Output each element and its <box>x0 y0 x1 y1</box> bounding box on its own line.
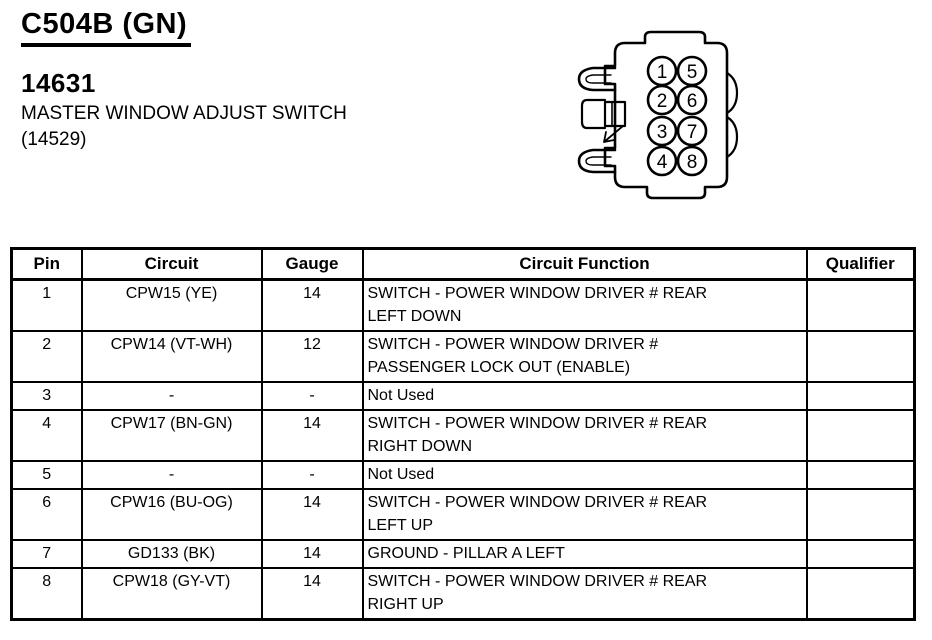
function-line: LEFT UP <box>367 517 434 534</box>
pin-label-6: 6 <box>687 91 698 112</box>
pin-cell: 2 <box>10 330 83 383</box>
pin-cell: 7 <box>10 539 83 569</box>
column-header-qualifier: Qualifier <box>805 247 916 281</box>
pin-cell: 5 <box>10 460 83 490</box>
connector-description: MASTER WINDOW ADJUST SWITCH <box>21 103 347 124</box>
gauge-cell: - <box>260 381 364 411</box>
gauge-cell: 12 <box>260 330 364 383</box>
table-row: 7 GD133 (BK) 14 GROUND - PILLAR A LEFT <box>10 539 916 569</box>
qualifier-cell <box>805 539 916 569</box>
table-row: 4 CPW17 (BN-GN) 14 SWITCH - POWER WINDOW… <box>10 409 916 462</box>
pin-cell: 6 <box>10 488 83 541</box>
pin-cell: 4 <box>10 409 83 462</box>
pin-label-3: 3 <box>657 122 668 143</box>
function-line: LEFT DOWN <box>367 308 462 325</box>
connector-id-title: C504B (GN) <box>21 8 192 47</box>
qualifier-cell <box>805 460 916 490</box>
function-cell: SWITCH - POWER WINDOW DRIVER # REAR LEFT… <box>361 488 808 541</box>
table-row: 6 CPW16 (BU-OG) 14 SWITCH - POWER WINDOW… <box>10 488 916 541</box>
function-cell: GROUND - PILLAR A LEFT <box>361 539 808 569</box>
circuit-cell: CPW14 (VT-WH) <box>80 330 263 383</box>
function-line: SWITCH - POWER WINDOW DRIVER # REAR <box>367 494 708 511</box>
gauge-cell: 14 <box>260 409 364 462</box>
column-header-circuit-function: Circuit Function <box>361 247 808 281</box>
function-line: Not Used <box>367 387 435 404</box>
qualifier-cell <box>805 330 916 383</box>
table-header-row: Pin Circuit Gauge Circuit Function Quali… <box>10 247 916 281</box>
part-number: 14631 <box>21 68 96 98</box>
function-cell: Not Used <box>361 460 808 490</box>
circuit-cell: CPW15 (YE) <box>80 278 263 332</box>
function-cell: Not Used <box>361 381 808 411</box>
gauge-cell: 14 <box>260 539 364 569</box>
function-line: SWITCH - POWER WINDOW DRIVER # REAR <box>367 573 708 590</box>
function-cell: SWITCH - POWER WINDOW DRIVER # REAR RIGH… <box>361 409 808 462</box>
function-line: GROUND - PILLAR A LEFT <box>367 545 565 562</box>
circuit-cell: CPW17 (BN-GN) <box>80 409 263 462</box>
circuit-cell: - <box>80 460 263 490</box>
circuit-cell: GD133 (BK) <box>80 539 263 569</box>
connector-diagram: 1 2 3 4 5 6 7 8 <box>571 26 761 206</box>
pin-label-5: 5 <box>687 62 698 83</box>
gauge-cell: 14 <box>260 567 364 621</box>
gauge-cell: - <box>260 460 364 490</box>
gauge-cell: 14 <box>260 278 364 332</box>
header-block: C504B (GN) 14631 MASTER WINDOW ADJUST SW… <box>21 8 347 151</box>
function-line: PASSENGER LOCK OUT (ENABLE) <box>367 359 631 376</box>
qualifier-cell <box>805 409 916 462</box>
connector-face-icon: 1 2 3 4 5 6 7 8 <box>577 30 739 200</box>
pin-cell: 8 <box>10 567 83 621</box>
function-cell: SWITCH - POWER WINDOW DRIVER # PASSENGER… <box>361 330 808 383</box>
column-header-gauge: Gauge <box>260 247 364 281</box>
circuit-cell: CPW18 (GY-VT) <box>80 567 263 621</box>
function-cell: SWITCH - POWER WINDOW DRIVER # REAR RIGH… <box>361 567 808 621</box>
circuit-cell: CPW16 (BU-OG) <box>80 488 263 541</box>
pin-label-1: 1 <box>657 62 668 83</box>
pinout-table: Pin Circuit Gauge Circuit Function Quali… <box>10 247 916 621</box>
function-line: SWITCH - POWER WINDOW DRIVER # REAR <box>367 415 708 432</box>
column-header-circuit: Circuit <box>80 247 263 281</box>
pin-label-2: 2 <box>657 91 668 112</box>
circuit-cell: - <box>80 381 263 411</box>
function-line: RIGHT DOWN <box>367 438 473 455</box>
function-cell: SWITCH - POWER WINDOW DRIVER # REAR LEFT… <box>361 278 808 332</box>
qualifier-cell <box>805 278 916 332</box>
pin-cell: 3 <box>10 381 83 411</box>
qualifier-cell <box>805 567 916 621</box>
function-line: RIGHT UP <box>367 596 444 613</box>
pin-label-7: 7 <box>687 122 698 143</box>
pin-label-4: 4 <box>657 152 668 173</box>
table-row: 8 CPW18 (GY-VT) 14 SWITCH - POWER WINDOW… <box>10 567 916 621</box>
qualifier-cell <box>805 488 916 541</box>
table-row: 5 - - Not Used <box>10 460 916 490</box>
table-row: 3 - - Not Used <box>10 381 916 411</box>
pin-cell: 1 <box>10 278 83 332</box>
function-line: Not Used <box>367 466 435 483</box>
function-line: SWITCH - POWER WINDOW DRIVER # REAR <box>367 285 708 302</box>
gauge-cell: 14 <box>260 488 364 541</box>
column-header-pin: Pin <box>10 247 83 281</box>
pin-label-8: 8 <box>687 152 698 173</box>
function-line: SWITCH - POWER WINDOW DRIVER # <box>367 336 659 353</box>
table-row: 1 CPW15 (YE) 14 SWITCH - POWER WINDOW DR… <box>10 278 916 332</box>
table-row: 2 CPW14 (VT-WH) 12 SWITCH - POWER WINDOW… <box>10 330 916 383</box>
connector-description-ref: (14529) <box>21 129 87 150</box>
qualifier-cell <box>805 381 916 411</box>
